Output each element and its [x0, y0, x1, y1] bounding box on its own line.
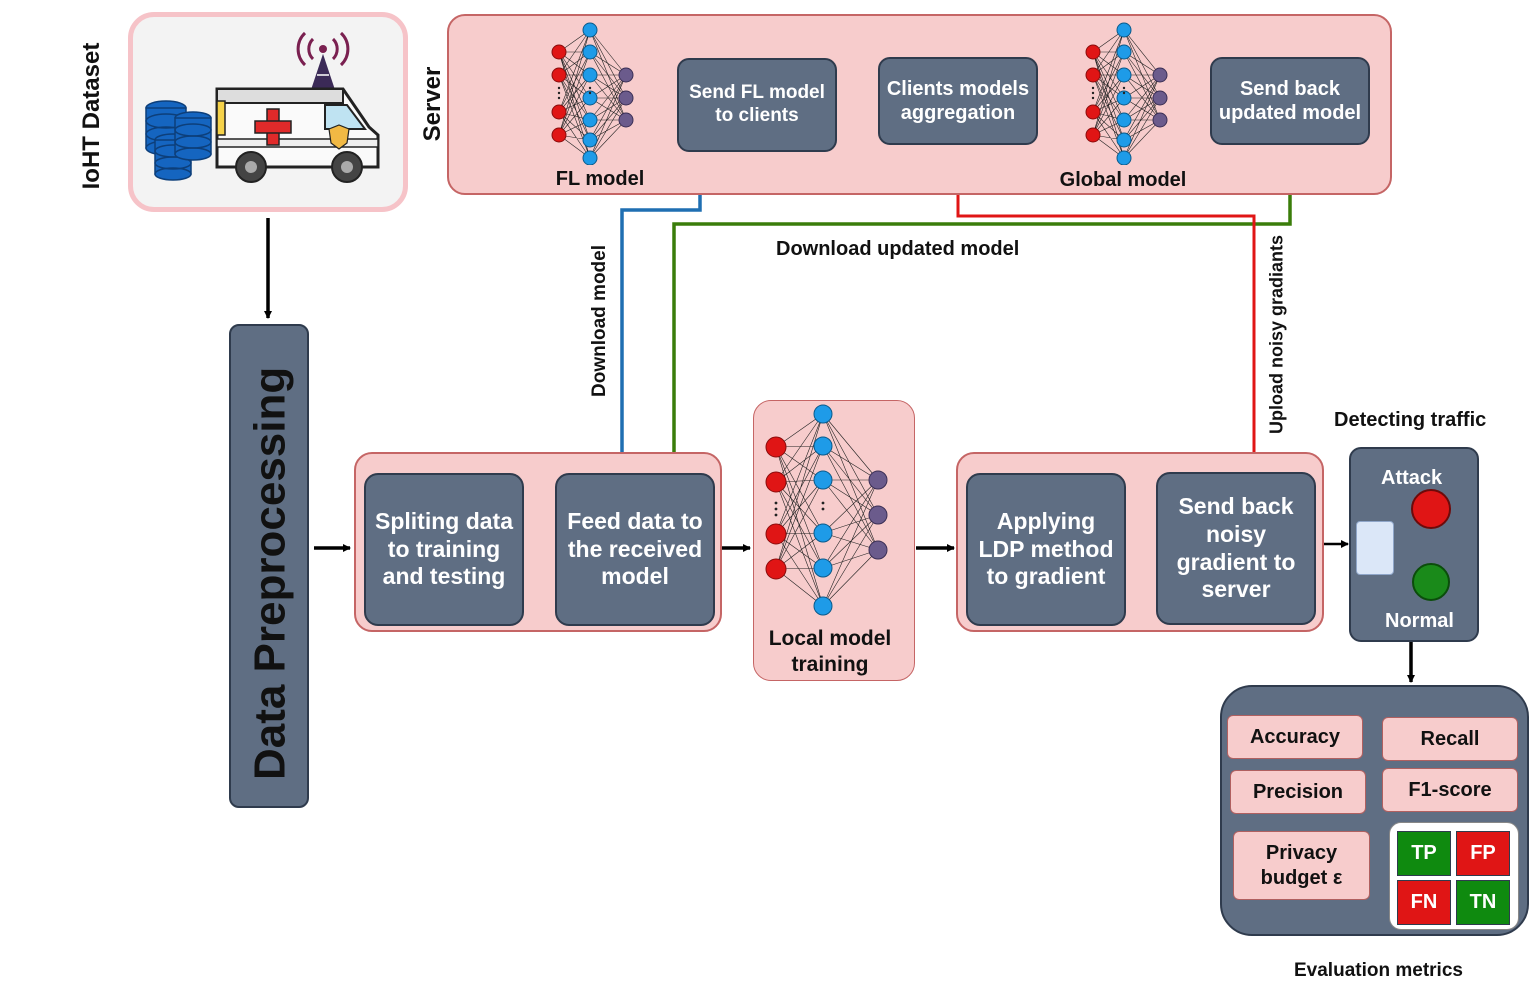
evaluation-metrics-title: Evaluation metrics	[1294, 960, 1463, 981]
download-updated-model-label: Download updated model	[776, 238, 1020, 260]
feed-data-box: Feed data to the received model	[555, 473, 715, 626]
attack-indicator	[1411, 489, 1451, 529]
detection-box: Attack Normal	[1349, 447, 1479, 642]
metric-recall: Recall	[1382, 717, 1518, 761]
local-training-label: Local model training	[768, 627, 892, 677]
classifier-input-block	[1356, 521, 1394, 575]
metric-precision: Precision	[1230, 770, 1366, 814]
data-preprocessing-box: Data Preprocessing	[229, 324, 309, 808]
flow-download-model	[615, 152, 702, 470]
confusion-fn: FN	[1397, 880, 1451, 925]
send-fl-model-box: Send FL model to clients	[677, 58, 837, 152]
metric-accuracy: Accuracy	[1227, 715, 1363, 759]
dataset-title: IoHT Dataset	[78, 42, 105, 190]
attack-label: Attack	[1381, 467, 1443, 489]
aggregation-box: Clients models aggregation	[878, 57, 1038, 145]
download-model-label: Download model	[589, 245, 610, 397]
confusion-matrix: TP FP FN TN	[1389, 822, 1519, 930]
global-model-label: Global model	[1059, 169, 1187, 191]
send-back-updated-box: Send back updated model	[1210, 57, 1370, 145]
server-label: Server	[419, 66, 446, 142]
metric-f1-score: F1-score	[1382, 768, 1518, 812]
fl-model-network-icon	[551, 22, 634, 165]
global-model-network-icon	[1085, 22, 1168, 165]
flow-upload-noisy-gradients	[951, 146, 1256, 472]
local-model-network-icon	[765, 404, 888, 616]
normal-indicator	[1412, 563, 1450, 601]
send-noisy-gradient-box: Send back noisy gradient to server	[1156, 472, 1316, 625]
splitting-data-box: Spliting data to training and testing	[364, 473, 524, 626]
database-icon	[145, 100, 212, 181]
normal-label: Normal	[1385, 610, 1454, 632]
data-preprocessing-label: Data Preprocessing	[245, 366, 295, 781]
detecting-traffic-title: Detecting traffic	[1334, 409, 1487, 431]
metric-privacy-budget: Privacy budget ε	[1233, 831, 1370, 900]
fl-model-label: FL model	[555, 168, 645, 190]
apply-ldp-box: Applying LDP method to gradient	[966, 473, 1126, 626]
confusion-tp: TP	[1397, 831, 1451, 876]
upload-noisy-gradients-label: Upload noisy gradiants	[1266, 234, 1287, 435]
antenna-icon	[296, 31, 350, 88]
ambulance-icon	[145, 31, 380, 183]
dataset-card	[128, 12, 408, 212]
confusion-fp: FP	[1456, 831, 1510, 876]
confusion-tn: TN	[1456, 880, 1510, 925]
